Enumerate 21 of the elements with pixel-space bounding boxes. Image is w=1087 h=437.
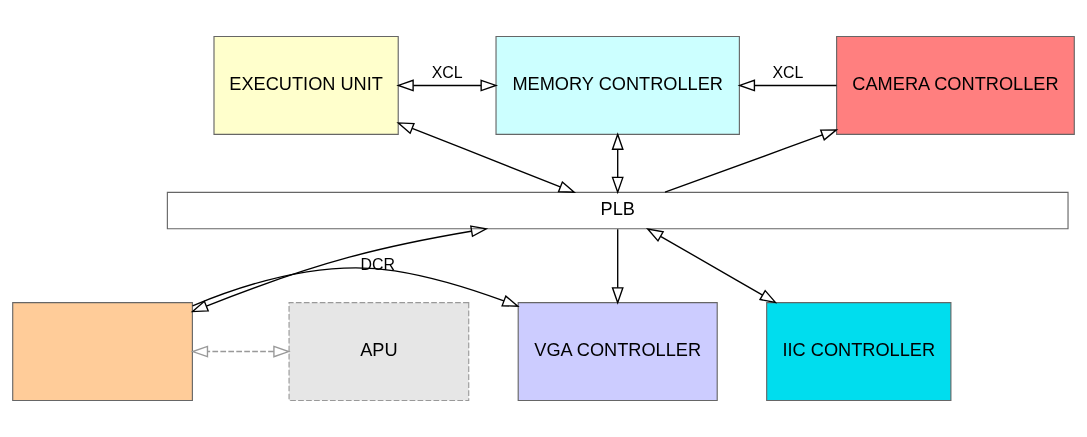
arrow <box>191 267 520 307</box>
arrow <box>737 79 838 92</box>
arrow <box>190 345 291 358</box>
arrow <box>611 228 624 305</box>
arrow <box>396 79 498 92</box>
arrow <box>645 227 778 304</box>
node-box: VGA CONTROLLER <box>517 302 718 401</box>
edge-label: XCL <box>772 63 804 81</box>
node-box: CAMERA CONTROLLER <box>836 36 1075 135</box>
node-box: MEMORY CONTROLLER <box>495 36 740 135</box>
arrow <box>396 122 577 193</box>
arrow <box>611 132 624 195</box>
node-box: APU <box>288 302 470 401</box>
node-box: PLB <box>166 191 1069 230</box>
node-box <box>12 302 193 401</box>
node-box: EXECUTION UNIT <box>213 36 399 135</box>
node-box: IIC CONTROLLER <box>766 302 952 401</box>
edge-label: DCR <box>360 255 395 273</box>
arrow <box>190 225 489 313</box>
arrow <box>664 129 839 193</box>
edge-label: XCL <box>431 63 463 81</box>
